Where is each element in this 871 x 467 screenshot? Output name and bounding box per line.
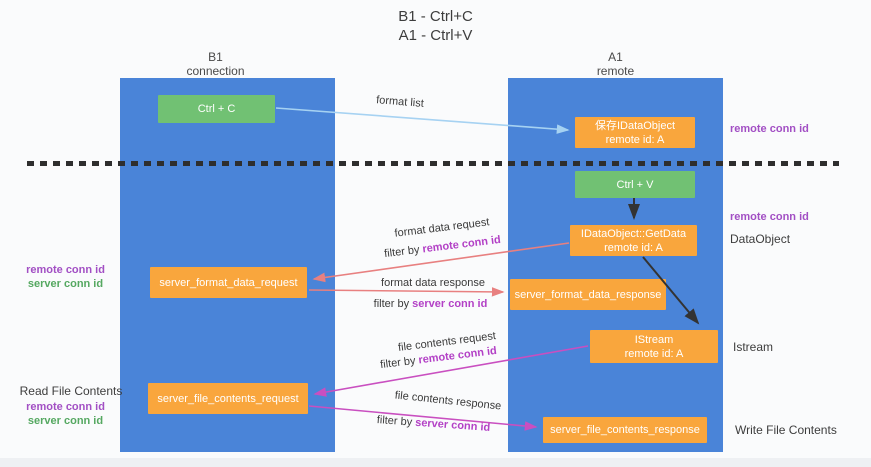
istream-line2: remote id: A — [624, 347, 684, 360]
title-line-1: B1 - Ctrl+C — [398, 8, 473, 25]
label-server-conn-id-left1: server conn id — [27, 278, 104, 290]
label-dataobject: DataObject — [730, 232, 791, 246]
label-remote-conn-id-left2: remote conn id — [26, 401, 105, 413]
filter-prefix: filter by — [376, 414, 413, 429]
node-ctrl-v: Ctrl + V — [575, 171, 695, 198]
lane-a1-role: remote — [596, 64, 635, 78]
label-pair-format: remote conn id server conn id — [18, 263, 113, 291]
node-idataobject-getdata: IDataObject::GetData remote id: A — [570, 225, 697, 256]
label-file-contents-response: file contents response — [394, 389, 502, 413]
label-read-file-contents: Read File Contents — [19, 384, 123, 398]
filter-highlight-server: server conn id — [414, 416, 491, 434]
lane-b1-name: B1 — [208, 50, 223, 64]
getdata-line1: IDataObject::GetData — [580, 227, 687, 240]
node-ctrl-c: Ctrl + C — [158, 95, 275, 123]
lane-b1-role: connection — [186, 64, 245, 78]
filter-prefix: filter by — [379, 354, 417, 372]
node-server-format-data-response: server_format_data_response — [510, 279, 666, 310]
node-server-file-contents-request: server_file_contents_request — [148, 383, 308, 414]
node-server-file-contents-response: server_file_contents_response — [543, 417, 707, 443]
title-line-2: A1 - Ctrl+V — [398, 27, 473, 44]
label-format-list: format list — [375, 94, 425, 110]
bottom-strip — [0, 458, 871, 467]
label-remote-conn-id-left1: remote conn id — [26, 264, 105, 276]
node-istream: IStream remote id: A — [590, 330, 718, 363]
label-istream: Istream — [733, 340, 774, 354]
format-request-label: server_format_data_request — [159, 276, 298, 289]
node-server-format-data-request: server_format_data_request — [150, 267, 307, 298]
lane-header-a1: A1 remote — [518, 50, 713, 78]
label-server-conn-id-left2: server conn id — [27, 415, 104, 427]
lane-header-b1: B1 connection — [118, 50, 313, 78]
arrow-format-data-response — [308, 287, 505, 297]
node-save-idataobject: 保存IDataObject remote id: A — [575, 117, 695, 148]
ctrl-v-label: Ctrl + V — [616, 178, 654, 191]
label-remote-conn-id-mid: remote conn id — [730, 211, 809, 223]
filter-prefix: filter by — [383, 243, 421, 261]
istream-line1: IStream — [634, 333, 674, 346]
format-response-label: server_format_data_response — [514, 288, 662, 301]
label-write-file-contents: Write File Contents — [735, 423, 837, 437]
getdata-line2: remote id: A — [604, 241, 663, 254]
lane-a1-name: A1 — [608, 50, 623, 64]
file-request-label: server_file_contents_request — [157, 392, 299, 405]
file-response-label: server_file_contents_response — [550, 424, 700, 436]
save-idataobject-line2: remote id: A — [605, 133, 665, 146]
label-format-data-response: format data response — [381, 277, 485, 289]
save-idataobject-line1: 保存IDataObject — [594, 119, 676, 132]
filter-prefix: filter by — [373, 298, 410, 310]
filter-highlight-remote: remote conn id — [421, 233, 502, 256]
label-remote-conn-id-top: remote conn id — [730, 123, 809, 135]
dashed-divider — [27, 161, 839, 166]
ctrl-c-label: Ctrl + C — [197, 103, 236, 115]
diagram-title: B1 - Ctrl+C A1 - Ctrl+V — [0, 7, 871, 45]
filter-highlight-server: server conn id — [412, 298, 488, 310]
label-pair-file: remote conn id server conn id — [18, 400, 113, 428]
